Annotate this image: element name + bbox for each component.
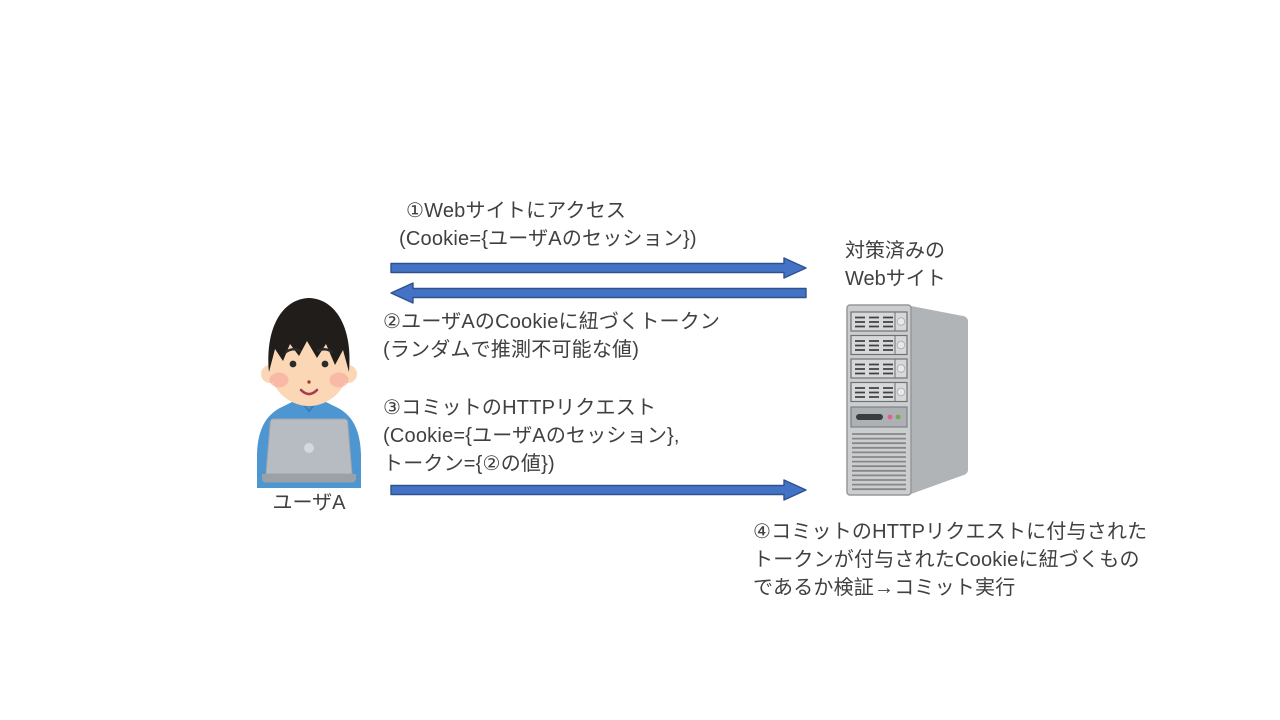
server-label-line-1: 対策済みの — [845, 240, 945, 262]
message-1-line-1: ①Webサイトにアクセス — [406, 200, 627, 222]
arrow-left-step2 — [390, 282, 807, 304]
message-4-line-3: であるか検証→コミット実行 — [753, 577, 1016, 599]
message-2-line-1: ②ユーザAのCookieに紐づくトークン — [383, 311, 721, 333]
message-3-line-1: ③コミットのHTTPリクエスト — [383, 397, 657, 419]
message-4-label: ④コミットのHTTPリクエストに付与された トークンが付与されたCookieに紐… — [753, 518, 1147, 602]
user-label: ユーザA — [272, 492, 346, 514]
message-1-label: ①Webサイトにアクセス (Cookie={ユーザAのセッション}) — [399, 197, 697, 253]
server-tower-icon — [846, 304, 968, 496]
arrow-right-step3 — [390, 479, 807, 501]
server-label-line-2: Webサイト — [845, 268, 946, 290]
message-2-label: ②ユーザAのCookieに紐づくトークン (ランダムで推測不可能な値) — [383, 308, 720, 364]
message-3-line-2: (Cookie={ユーザAのセッション}, — [383, 425, 680, 447]
server-label: 対策済みの Webサイト — [845, 237, 946, 293]
message-3-label: ③コミットのHTTPリクエスト (Cookie={ユーザAのセッション}, トー… — [383, 394, 680, 478]
arrow-right-step1 — [390, 257, 807, 279]
message-1-line-2: (Cookie={ユーザAのセッション}) — [399, 228, 697, 250]
user-person-laptop-icon — [257, 298, 361, 488]
message-4-line-2: トークンが付与されたCookieに紐づくもの — [753, 549, 1140, 571]
message-4-line-1: ④コミットのHTTPリクエストに付与された — [753, 521, 1148, 543]
message-2-line-2: (ランダムで推測不可能な値) — [383, 339, 640, 361]
message-3-line-3: トークン={②の値}) — [383, 453, 555, 475]
